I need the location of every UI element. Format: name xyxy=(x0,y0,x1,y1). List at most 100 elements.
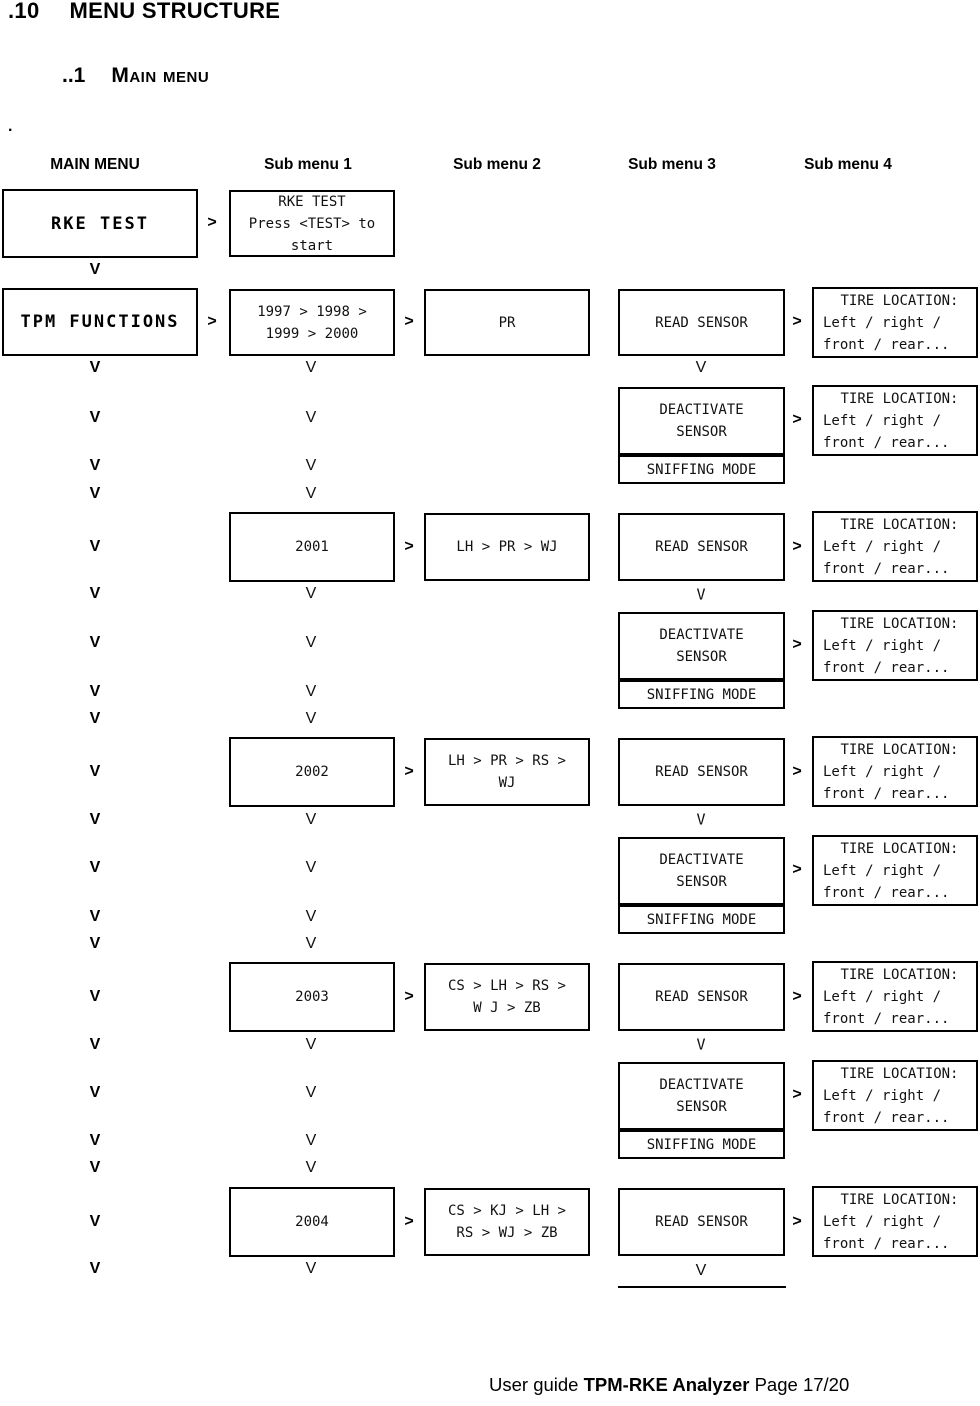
down-arrow-glyph: V xyxy=(89,1213,101,1230)
right-arrow-glyph: > xyxy=(792,861,802,878)
lcd-text-line: PR xyxy=(498,314,516,331)
lcd-text-line: 1999 > 2000 xyxy=(265,325,359,342)
lcd-text-line: Left / right / xyxy=(823,1213,942,1230)
down-arrow-glyph: V xyxy=(89,710,101,727)
box-model-pr: PR xyxy=(424,289,590,356)
box-models-2002: LH > PR > RS >WJ xyxy=(424,738,590,806)
lcd-text-line: Left / right / xyxy=(823,314,942,331)
box-tire-location-6: TIRE LOCATION:Left / right /front / rear… xyxy=(812,835,978,906)
lcd-text-line: 1997 > 1998 > xyxy=(257,303,367,320)
box-years-1997-2000: 1997 > 1998 > 1999 > 2000 xyxy=(229,289,395,356)
lcd-text-line: 2003 xyxy=(295,989,329,1005)
right-arrow-glyph: > xyxy=(404,313,414,330)
down-arrow-glyph: V xyxy=(89,485,101,502)
down-arrow-glyph: V xyxy=(89,908,101,925)
lcd-text-line: W J > ZB xyxy=(473,1000,541,1016)
box-year-2004: 2004 xyxy=(229,1187,395,1257)
right-arrow-glyph: > xyxy=(404,763,414,780)
lcd-text-line: start xyxy=(290,237,334,254)
down-arrow-glyph: V xyxy=(305,935,317,952)
down-arrow-glyph: V xyxy=(696,585,706,604)
box-tire-location-4: TIRE LOCATION:Left / right /front / rear… xyxy=(812,610,978,681)
right-arrow-glyph: > xyxy=(207,313,217,330)
lcd-text-line: SNIFFING MODE xyxy=(646,461,757,478)
box-read-sensor-2: READ SENSOR xyxy=(618,513,785,581)
down-arrow-glyph: V xyxy=(305,710,317,727)
down-arrow-glyph: V xyxy=(305,634,317,651)
lcd-text-line: front / rear... xyxy=(823,785,950,802)
box-tpm-functions: TPM FUNCTIONS xyxy=(2,288,198,356)
down-arrow-glyph: V xyxy=(89,683,101,700)
right-arrow-glyph: > xyxy=(792,636,802,653)
lcd-text-line: front / rear... xyxy=(823,1235,950,1252)
lcd-text-line: TIRE LOCATION: xyxy=(840,840,959,857)
lcd-text-line: SNIFFING MODE xyxy=(646,911,757,928)
lcd-text-line: CS > KJ > LH > xyxy=(447,1203,566,1219)
down-arrow-glyph: V xyxy=(305,1084,317,1101)
down-arrow-glyph: V xyxy=(305,1036,317,1053)
box-tire-location-5: TIRE LOCATION:Left / right /front / rear… xyxy=(812,736,978,807)
lcd-text-line: TIRE LOCATION: xyxy=(840,1191,959,1208)
right-arrow-glyph: > xyxy=(792,538,802,555)
box-sniffing-mode-4: SNIFFING MODE xyxy=(618,1130,785,1159)
footer-prefix: User guide xyxy=(489,1374,584,1395)
lcd-text-line: RKE TEST xyxy=(278,193,346,210)
right-arrow-glyph: > xyxy=(792,763,802,780)
lcd-text-line: READ SENSOR xyxy=(655,539,748,555)
lcd-text-line: DEACTIVATE xyxy=(659,627,744,643)
lcd-text-line: LH > PR > WJ xyxy=(456,539,558,555)
box-tire-location-8: TIRE LOCATION:Left / right /front / rear… xyxy=(812,1060,978,1131)
subsection-number: ..1 xyxy=(62,64,86,87)
lcd-text-line: front / rear... xyxy=(823,659,950,676)
lcd-text-line: Left / right / xyxy=(823,538,942,555)
lcd-text-line: LH > PR > RS > xyxy=(447,753,566,769)
footer-product-name: TPM-RKE Analyzer xyxy=(583,1374,750,1395)
lcd-text-line: TIRE LOCATION: xyxy=(840,741,959,758)
box-tire-location-3: TIRE LOCATION:Left / right /front / rear… xyxy=(812,511,978,582)
right-arrow-glyph: > xyxy=(207,214,217,231)
lcd-text-line: RS > WJ > ZB xyxy=(456,1225,558,1241)
column-header-3: Sub menu 2 xyxy=(453,156,541,173)
box-read-sensor-1: READ SENSOR xyxy=(618,289,785,356)
down-arrow-glyph: V xyxy=(89,859,101,876)
down-arrow-glyph: V xyxy=(305,359,317,376)
right-arrow-glyph: > xyxy=(404,538,414,555)
right-arrow-glyph: > xyxy=(792,988,802,1005)
down-arrow-glyph: V xyxy=(89,1084,101,1101)
box-read-sensor-3: READ SENSOR xyxy=(618,738,785,806)
down-arrow-glyph: V xyxy=(89,359,101,376)
lcd-text-line: front / rear... xyxy=(823,884,950,901)
lcd-text-line: RKE TEST xyxy=(51,213,149,234)
box-year-2002: 2002 xyxy=(229,737,395,807)
lcd-text-line: SNIFFING MODE xyxy=(646,1136,757,1153)
down-arrow-glyph: V xyxy=(305,485,317,502)
lcd-text-line: TPM FUNCTIONS xyxy=(20,312,180,332)
down-arrow-glyph: V xyxy=(305,1260,317,1277)
box-tire-location-2: TIRE LOCATION:Left / right /front / rear… xyxy=(812,385,978,456)
box-models-2001: LH > PR > WJ xyxy=(424,513,590,581)
box-sniffing-mode-1: SNIFFING MODE xyxy=(618,455,785,484)
column-header-5: Sub menu 4 xyxy=(804,156,892,173)
box-tire-location-1: TIRE LOCATION:Left / right /front / rear… xyxy=(812,287,978,358)
lcd-text-line: front / rear... xyxy=(823,434,950,451)
lcd-text-line: READ SENSOR xyxy=(655,764,748,780)
lcd-text-line: READ SENSOR xyxy=(655,1214,748,1230)
down-arrow-glyph: V xyxy=(305,908,317,925)
box-rke-test: RKE TEST xyxy=(2,189,198,258)
section-heading: .10 MENU STRUCTURE xyxy=(8,0,280,24)
box-read-sensor-4: READ SENSOR xyxy=(618,963,785,1031)
box-tire-location-9: TIRE LOCATION: Left / right / front / rear… xyxy=(812,1186,978,1257)
down-arrow-glyph: V xyxy=(305,683,317,700)
down-arrow-glyph: V xyxy=(89,261,101,278)
partial-box-top-line xyxy=(618,1286,786,1288)
lcd-text-line: 2004 xyxy=(295,1214,329,1230)
lcd-text-line: SENSOR xyxy=(676,1099,727,1115)
lcd-text-line: 2002 xyxy=(295,764,329,780)
lcd-text-line: front / rear... xyxy=(823,560,950,577)
lcd-text-line: SNIFFING MODE xyxy=(646,686,757,703)
down-arrow-glyph: V xyxy=(89,634,101,651)
stray-dot: . xyxy=(8,118,13,135)
down-arrow-glyph: V xyxy=(89,1036,101,1053)
